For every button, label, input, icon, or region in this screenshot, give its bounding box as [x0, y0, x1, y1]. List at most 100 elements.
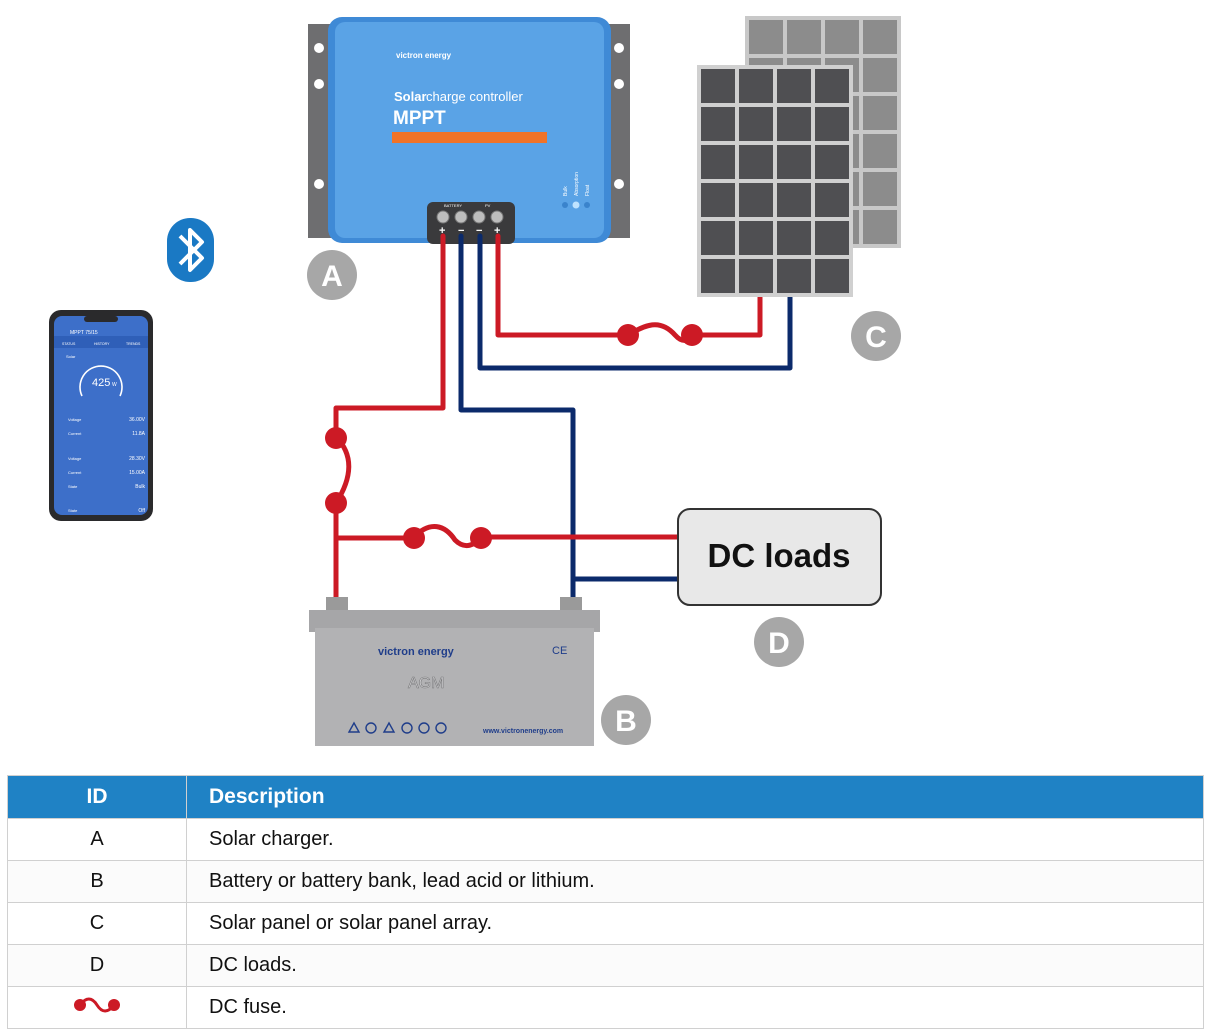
svg-text:A: A	[321, 260, 343, 293]
panel-cell	[815, 145, 849, 179]
table-row: B Battery or battery bank, lead acid or …	[7, 860, 1204, 903]
panel-cell	[815, 259, 849, 293]
app-row-label: Current	[68, 431, 82, 436]
wiring-diagram: victron energy Solar charge controller M…	[49, 16, 901, 746]
controller-title-bold: Solar	[394, 89, 427, 104]
panel-cell	[701, 221, 735, 255]
app-tab-trends: TRENDS	[126, 342, 141, 346]
table-row: DC fuse.	[7, 986, 1204, 1029]
panel-cell	[863, 210, 897, 244]
panel-cell	[701, 107, 735, 141]
row-description: DC loads.	[186, 944, 1204, 987]
row-id	[7, 986, 187, 1029]
panel-cell	[777, 145, 811, 179]
terminal-markers: +−−+	[439, 225, 500, 237]
dc-loads-box: DC loads	[677, 508, 882, 606]
app-row-value: Bulk	[135, 484, 145, 490]
label-a: A	[307, 250, 357, 300]
row-description: DC fuse.	[186, 986, 1204, 1029]
panel-cell	[739, 183, 773, 217]
app-title: MPPT 75/15	[70, 330, 98, 336]
label-b: B	[601, 695, 651, 745]
panel-cell	[739, 221, 773, 255]
panel-cell	[815, 69, 849, 103]
row-id: D	[7, 944, 187, 987]
svg-text:C: C	[865, 321, 887, 354]
app-row-value: 36.00V	[129, 417, 146, 423]
panel-cell	[825, 20, 859, 54]
svg-text:+: +	[439, 225, 445, 237]
led-bulk: Bulk	[563, 186, 569, 196]
svg-text:+: +	[494, 225, 500, 237]
app-row-label: Voltage	[68, 456, 82, 461]
panel-cell	[863, 172, 897, 206]
svg-text:B: B	[615, 705, 637, 738]
controller-model: MPPT	[393, 108, 446, 129]
panel-cell	[787, 20, 821, 54]
battery-type: AGM	[408, 675, 444, 692]
panel-cell	[739, 259, 773, 293]
row-description: Solar charger.	[186, 818, 1204, 861]
controller-brand: victron energy	[396, 51, 452, 60]
battery-cert: CE	[552, 645, 567, 657]
header-id: ID	[7, 775, 187, 819]
panel-cell	[777, 183, 811, 217]
panel-cell	[863, 96, 897, 130]
label-d: D	[754, 617, 804, 667]
app-row-value: 11.8A	[132, 431, 145, 437]
solar-charge-controller: victron energy Solar charge controller M…	[308, 17, 630, 244]
svg-text:−: −	[458, 225, 464, 237]
panel-cell	[739, 69, 773, 103]
legend-table: ID Description A Solar charger. B Batter…	[7, 775, 1204, 1029]
smartphone-app: MPPT 75/15 STATUS HISTORY TRENDS Solar 4…	[49, 310, 153, 521]
label-c: C	[851, 311, 901, 361]
led-absorption: Absorption	[574, 172, 580, 196]
row-id: C	[7, 902, 187, 945]
row-description: Battery or battery bank, lead acid or li…	[186, 860, 1204, 903]
solar-panel-array	[697, 16, 901, 297]
app-gauge-value: 425	[92, 377, 110, 389]
table-row: D DC loads.	[7, 944, 1204, 987]
app-gauge-unit: W	[112, 382, 117, 388]
panel-cell	[777, 259, 811, 293]
app-tab-history: HISTORY	[94, 342, 110, 346]
panel-cell	[777, 69, 811, 103]
table-row: A Solar charger.	[7, 818, 1204, 861]
terminal-pv-label: PV	[485, 203, 491, 208]
row-id: A	[7, 818, 187, 861]
panel-cell	[863, 20, 897, 54]
panel-cell	[701, 69, 735, 103]
panel-cell	[701, 259, 735, 293]
app-row-value: 15.00A	[129, 470, 146, 476]
bluetooth-icon	[167, 218, 214, 282]
app-section-solar: Solar	[66, 354, 76, 359]
terminal-battery-label: BATTERY	[444, 203, 462, 208]
panel-cell	[863, 134, 897, 168]
table-row: C Solar panel or solar panel array.	[7, 902, 1204, 945]
panel-cell	[749, 20, 783, 54]
panel-cell	[739, 107, 773, 141]
dc-loads-label: DC loads	[707, 537, 850, 574]
svg-text:−: −	[476, 225, 482, 237]
panel-cell	[777, 107, 811, 141]
panel-cell	[739, 145, 773, 179]
panel-cell	[815, 107, 849, 141]
app-tab-status: STATUS	[62, 342, 76, 346]
agm-battery: victron energy AGM CE www.victronenergy.…	[309, 597, 600, 746]
row-id: B	[7, 860, 187, 903]
header-description: Description	[186, 775, 1204, 819]
legend-header-row: ID Description	[7, 775, 1204, 819]
led-float: Float	[585, 184, 591, 196]
panel-cell	[701, 183, 735, 217]
panel-cell	[863, 58, 897, 92]
app-row-value: 28.30V	[129, 456, 146, 462]
controller-title-rest: charge controller	[426, 89, 523, 104]
app-row-label: Voltage	[68, 417, 82, 422]
battery-website: www.victronenergy.com	[482, 728, 563, 735]
row-description: Solar panel or solar panel array.	[186, 902, 1204, 945]
battery-brand: victron energy	[378, 646, 455, 658]
fuse-icon	[74, 997, 120, 1012]
app-row-label: State	[68, 484, 78, 489]
app-row-label: Current	[68, 470, 82, 475]
svg-text:D: D	[768, 627, 790, 660]
